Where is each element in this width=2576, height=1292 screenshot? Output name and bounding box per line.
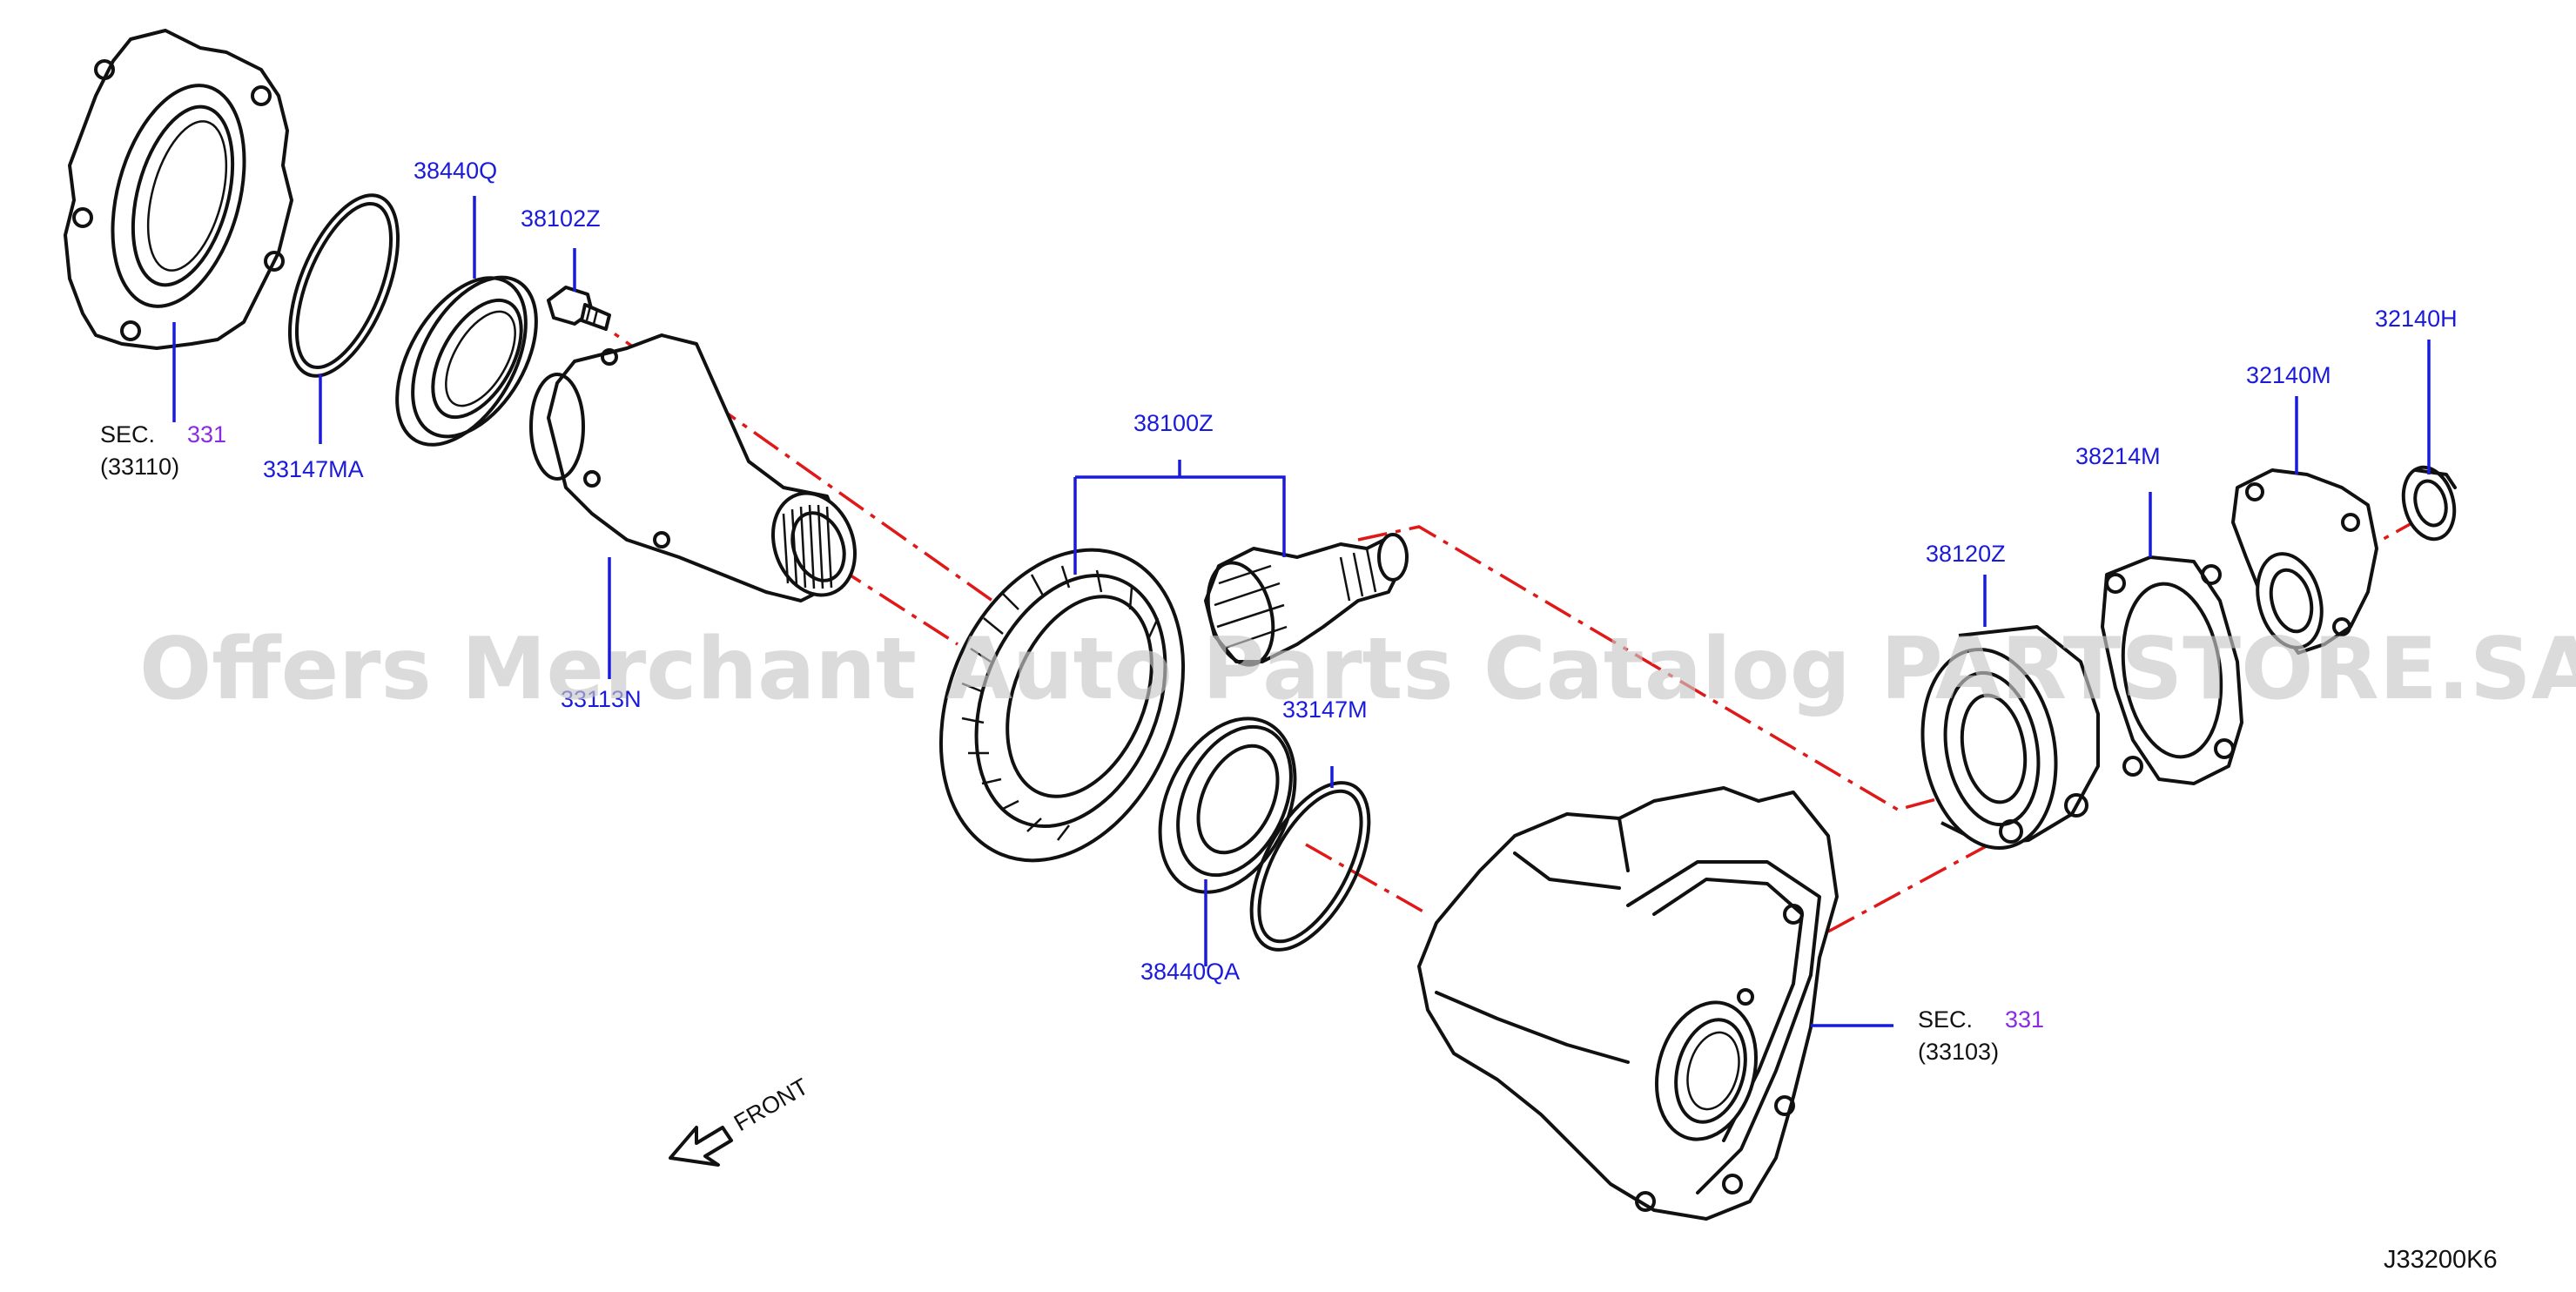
- label-38440Q[interactable]: 38440Q: [414, 158, 497, 184]
- section-prefix: SEC.: [1918, 1006, 1973, 1033]
- centerline-upper: [582, 310, 994, 602]
- diagram-code: J33200K6: [2384, 1246, 2498, 1274]
- label-38120Z[interactable]: 38120Z: [1926, 541, 2006, 567]
- section-prefix: SEC.: [100, 421, 155, 447]
- differential-case-33113N[interactable]: [529, 333, 869, 607]
- centerline-right: [1827, 812, 2047, 933]
- label-32140M[interactable]: 32140M: [2246, 362, 2331, 388]
- gasket-38214M[interactable]: [2101, 555, 2243, 785]
- drive-pinion-38100Z[interactable]: [1198, 533, 1409, 672]
- companion-flange-32140M[interactable]: [2231, 468, 2378, 655]
- ring-gear-38100Z[interactable]: [897, 514, 1227, 897]
- front-arrow-icon: [669, 1126, 733, 1167]
- centerline-middle: [835, 564, 958, 646]
- transfer-case-housing[interactable]: [1417, 786, 1839, 1221]
- label-38100Z[interactable]: 38100Z: [1133, 410, 1214, 436]
- o-ring-33147MA[interactable]: [267, 180, 420, 390]
- side-cover-housing[interactable]: [64, 29, 293, 350]
- label-38102Z[interactable]: 38102Z: [521, 205, 601, 232]
- section-subcode: (33103): [1918, 1039, 1999, 1065]
- section-subcode: (33110): [100, 454, 179, 480]
- label-33113N[interactable]: 33113N: [561, 686, 642, 712]
- front-label: FRONT: [730, 1073, 813, 1136]
- leader-lines: [172, 196, 2431, 1027]
- label-38214M[interactable]: 38214M: [2075, 443, 2161, 469]
- section-link-331[interactable]: 331: [2005, 1006, 2044, 1033]
- label-38440QA[interactable]: 38440QA: [1140, 959, 1240, 985]
- label-33147M[interactable]: 33147M: [1282, 696, 1368, 723]
- label-32140H[interactable]: 32140H: [2375, 306, 2458, 332]
- ring-gear-teeth: [961, 565, 1160, 841]
- part-labels: 38440Q 38102Z 33147MA 33113N 38100Z 3314…: [263, 158, 2458, 985]
- o-ring-33147M[interactable]: [1227, 764, 1393, 968]
- bearing-38440QA[interactable]: [1133, 696, 1322, 913]
- label-33147MA[interactable]: 33147MA: [263, 456, 364, 482]
- section-ref-right: SEC. 331 (33103): [1918, 1006, 2044, 1065]
- watermark-text: Offers Merchant Auto Parts Catalog PARTS…: [139, 620, 2576, 719]
- centerline-seal: [1305, 843, 1429, 916]
- section-link-331[interactable]: 331: [187, 421, 226, 447]
- bearing-38120Z[interactable]: [1907, 625, 2100, 858]
- bolt-38102Z[interactable]: [547, 286, 611, 331]
- section-ref-left: SEC. 331 (33110): [100, 421, 226, 480]
- seal-32140H[interactable]: [2396, 461, 2462, 545]
- front-indicator: FRONT: [669, 1073, 813, 1167]
- bearing-38440Q[interactable]: [371, 256, 562, 467]
